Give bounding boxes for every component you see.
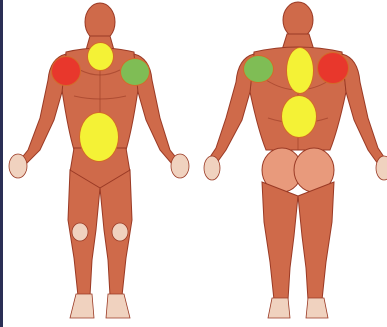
marker-front-left-shoulder	[120, 58, 150, 86]
marker-back-right-shoulder	[317, 52, 349, 84]
marker-front-abdomen	[79, 112, 119, 162]
marker-front-right-shoulder	[51, 56, 81, 86]
marker-back-left-shoulder	[243, 55, 274, 83]
back-muscle-figure	[190, 0, 387, 327]
marker-back-lower-spine	[281, 95, 317, 138]
marker-back-upper-spine	[286, 47, 314, 94]
marker-front-chest	[87, 42, 114, 71]
